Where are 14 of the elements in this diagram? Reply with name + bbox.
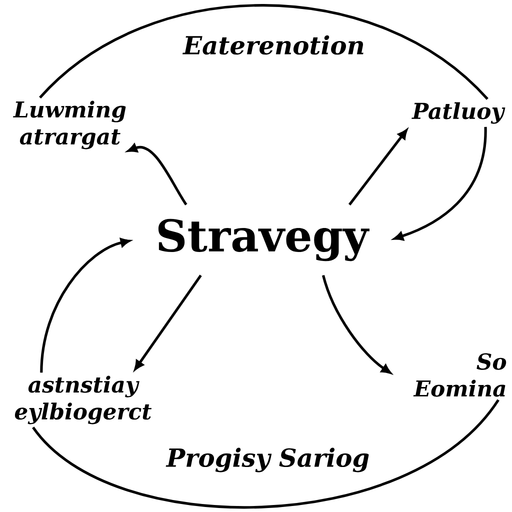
arrow <box>134 274 202 370</box>
ring-arc <box>39 4 488 100</box>
node-label: Patluoy <box>412 102 506 124</box>
ring-arc <box>32 399 500 508</box>
node-label: astnstiay eylbiogerct <box>14 376 152 424</box>
curved-arrow <box>394 126 487 241</box>
arrow <box>348 129 408 206</box>
curved-arrow <box>322 274 391 374</box>
text-label: Eaterenotion <box>182 35 364 55</box>
center-label: Stravegy <box>158 218 370 262</box>
curved-arrow <box>128 144 188 206</box>
node-label: Luwming atrargat <box>13 100 126 150</box>
node-label: So Eomina <box>413 353 506 397</box>
text-label: Progisy Sariog <box>166 448 369 472</box>
